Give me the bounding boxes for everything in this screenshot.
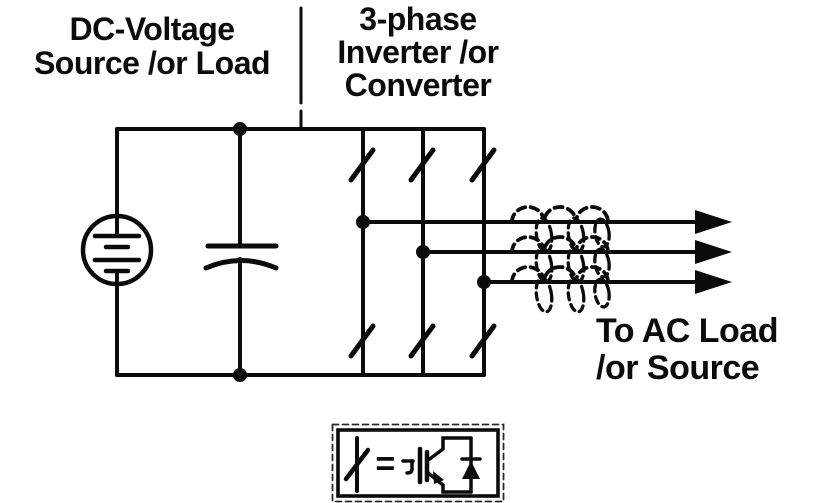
legend-equals-sign: =	[375, 445, 395, 483]
upper-switch-icons	[348, 147, 497, 183]
output-inductor-icons	[510, 205, 610, 284]
dashed-coil-icon	[510, 235, 610, 254]
ac-output-label: To AC Load /or Source	[596, 313, 827, 387]
right-arrowhead-icon	[695, 270, 732, 294]
legend-slash-switch-icon	[343, 436, 371, 493]
inductor-hanging-loops	[534, 216, 611, 314]
slash-switch-icon	[348, 147, 376, 183]
inverter-label: 3-phase Inverter /or Converter	[316, 3, 520, 102]
dashed-coil-icon	[510, 265, 610, 284]
slash-switch-icon	[469, 323, 497, 359]
battery-in-circle-icon	[80, 213, 154, 287]
slash-switch-icon	[469, 147, 497, 183]
inverter-label-line1: 3-phase	[359, 1, 477, 37]
slash-switch-icon	[408, 323, 436, 359]
dc-source-label-line1: DC-Voltage	[69, 11, 235, 47]
right-arrowhead-icon	[695, 210, 732, 234]
legend-box	[331, 423, 505, 503]
slash-switch-icon	[408, 147, 436, 183]
dashed-coil-icon	[510, 205, 610, 224]
igbt-with-antiparallel-diode-icon	[401, 436, 482, 494]
dc-source-label: DC-Voltage Source /or Load	[6, 12, 298, 80]
ac-output-label-line2: /or Source	[596, 349, 760, 387]
capacitor-junction-dots	[233, 122, 247, 382]
right-arrowhead-icon	[695, 240, 732, 264]
polarized-capacitor-icon	[203, 243, 279, 271]
slash-switch-icon	[348, 323, 376, 359]
ac-output-label-line1: To AC Load	[596, 312, 778, 350]
inverter-label-line2: Inverter /or	[337, 34, 499, 70]
dc-source-label-line2: Source /or Load	[33, 45, 271, 81]
phase-output-lines	[361, 220, 701, 284]
lower-switch-icons	[348, 323, 497, 359]
output-arrowhead-icons	[695, 210, 732, 294]
inverter-label-line3: Converter	[344, 67, 492, 103]
